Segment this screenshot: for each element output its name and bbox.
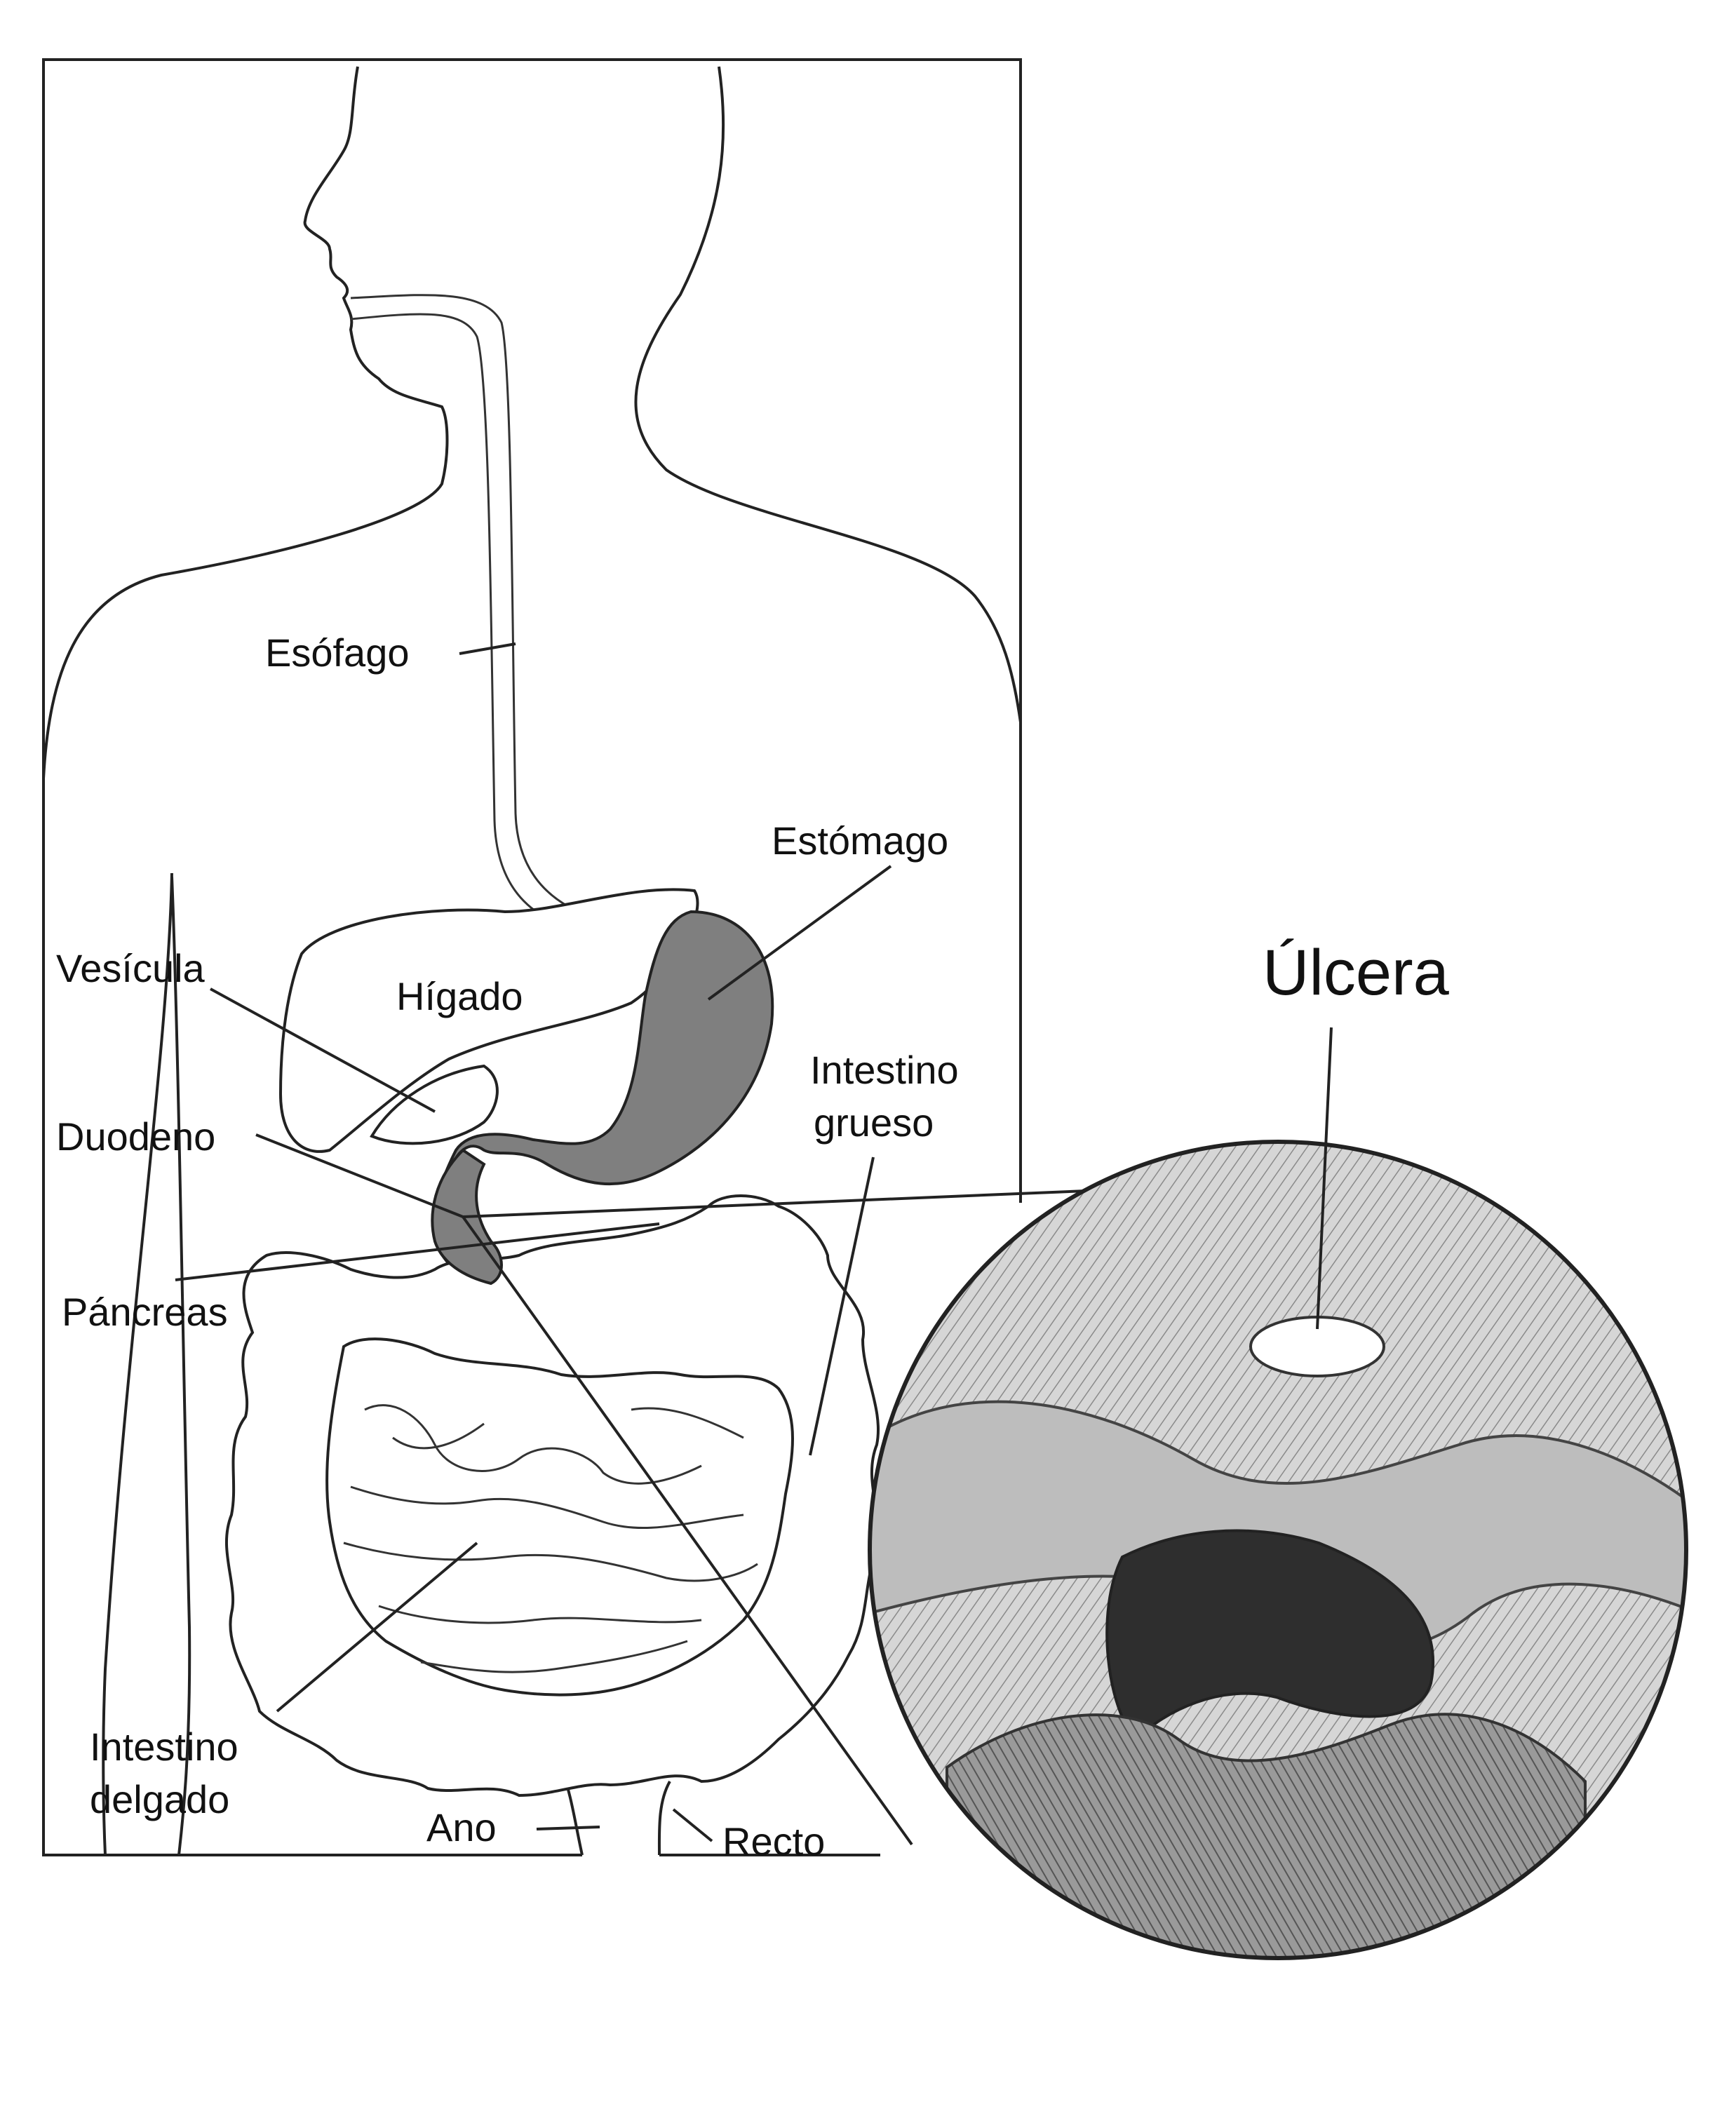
label-higado: Hígado xyxy=(396,974,523,1018)
intestine-coil-4 xyxy=(378,1605,702,1624)
leader-esofago xyxy=(459,642,516,655)
leader-ano xyxy=(536,1826,600,1830)
leader-estomago xyxy=(707,865,892,1001)
leader-intestino-delgado xyxy=(276,1542,478,1713)
leader-vesicula xyxy=(210,987,436,1113)
intestine-coil-2 xyxy=(350,1485,744,1530)
leader-intestino-grueso xyxy=(809,1156,875,1456)
closeup-lower-fold xyxy=(946,1713,1587,1958)
ulcer-closeup xyxy=(870,1142,1686,1958)
label-pancreas: Páncreas xyxy=(62,1290,228,1334)
body-outline xyxy=(42,66,449,779)
gallbladder xyxy=(370,1064,499,1145)
leader-ulcera xyxy=(1316,1027,1333,1330)
small-intestine xyxy=(325,1337,794,1697)
label-intestino-grueso-2: grueso xyxy=(814,1100,934,1145)
label-intestino-grueso-1: Intestino xyxy=(810,1048,959,1092)
frame xyxy=(42,58,1022,1856)
intestine-coil-1 xyxy=(364,1404,702,1485)
liver xyxy=(278,888,699,1153)
arm-left xyxy=(102,872,173,1856)
label-duodeno: Duodeno xyxy=(56,1114,215,1159)
closeup-circle-border xyxy=(868,1140,1688,1960)
label-esofago: Esófago xyxy=(265,630,410,675)
intestine-coil-6 xyxy=(392,1407,744,1450)
intestine-coil-3 xyxy=(343,1542,758,1582)
leader-duodeno xyxy=(255,1133,464,1218)
label-recto: Recto xyxy=(722,1819,825,1863)
esophagus xyxy=(350,294,597,920)
leader-recto xyxy=(672,1808,713,1842)
label-ano: Ano xyxy=(426,1805,497,1849)
label-ulcera: Úlcera xyxy=(1263,937,1450,1009)
intestine-coil-5 xyxy=(420,1640,688,1673)
arm-left-inner xyxy=(170,876,191,1856)
magnifier-line-bottom xyxy=(462,1215,913,1846)
label-intestino-delgado-2: delgado xyxy=(90,1777,229,1821)
esophagus-inner xyxy=(350,313,583,934)
label-intestino-delgado-1: Intestino xyxy=(90,1725,238,1769)
label-estomago: Estómago xyxy=(772,818,948,863)
body-outline-right xyxy=(634,66,1022,723)
leader-pancreas xyxy=(175,1222,660,1281)
label-vesicula: Vesícula xyxy=(56,946,206,990)
